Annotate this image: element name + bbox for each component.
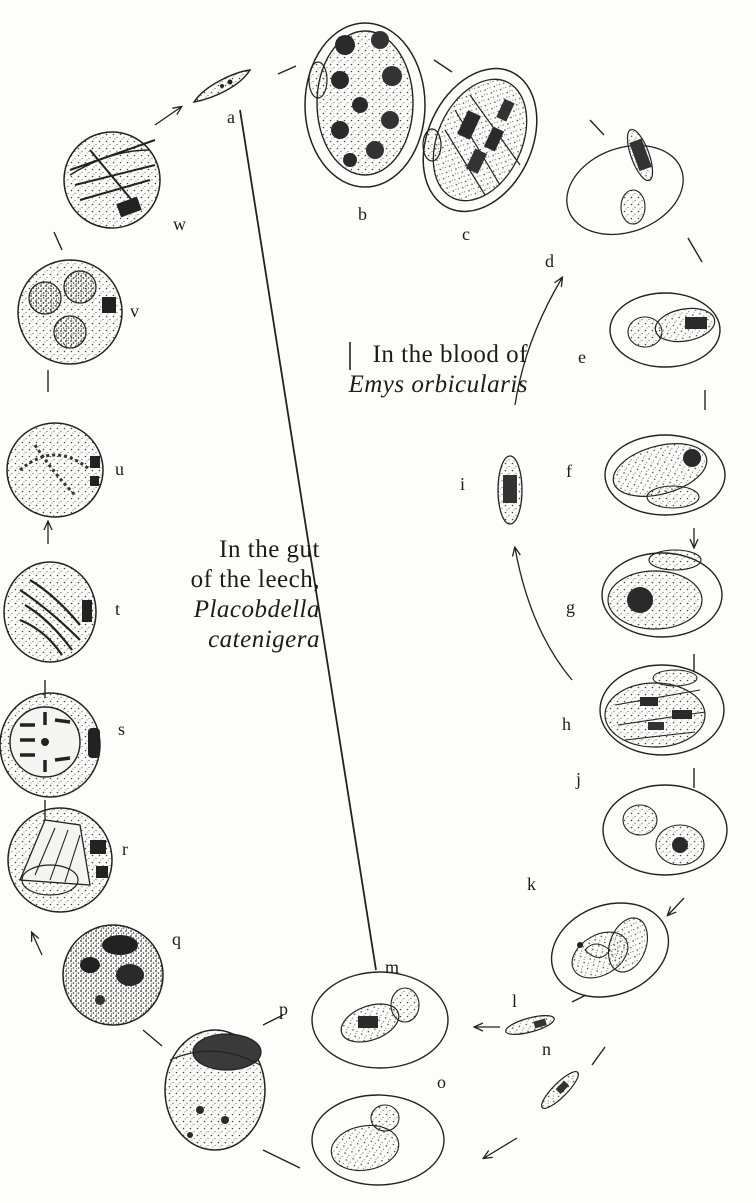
caption-blood-line2: Emys orbicularis — [298, 370, 528, 400]
stage-t-oocyst — [4, 562, 96, 662]
caption-leech-line1: In the gut — [160, 535, 320, 565]
stage-h-cell — [600, 665, 724, 755]
label-c: c — [462, 225, 470, 243]
label-d: d — [545, 252, 554, 270]
label-m: m — [385, 958, 399, 976]
label-w: w — [173, 215, 186, 233]
stage-a-sporozoite — [194, 70, 250, 102]
caption-leech-host: In the gut of the leech, Placobdella cat… — [160, 535, 320, 655]
label-o: o — [437, 1073, 446, 1091]
label-q: q — [172, 930, 181, 948]
stage-o-cell — [312, 1095, 444, 1185]
stage-r-oocyst — [8, 808, 112, 912]
caption-blood-host: In the blood of Emys orbicularis — [298, 340, 528, 400]
stage-e-cell — [610, 293, 720, 367]
caption-leech-line2: of the leech, — [160, 565, 320, 595]
label-p: p — [279, 1000, 288, 1018]
stage-f-cell — [605, 434, 725, 515]
caption-leech-line3: Placobdella — [160, 595, 320, 625]
label-k: k — [527, 875, 536, 893]
caption-leech-line4: catenigera — [160, 625, 320, 655]
label-a: a — [227, 108, 235, 126]
label-i: i — [460, 475, 465, 493]
label-e: e — [578, 348, 586, 366]
label-s: s — [118, 720, 125, 738]
label-b: b — [358, 205, 367, 223]
stage-i-merozoite — [498, 456, 522, 524]
label-f: f — [566, 462, 572, 480]
stage-g-cell — [602, 550, 722, 637]
stage-k-cell — [538, 887, 682, 1013]
label-g: g — [566, 598, 575, 616]
stage-w-oocyst — [64, 132, 160, 228]
stage-c-cell — [401, 50, 559, 230]
label-u: u — [115, 460, 124, 478]
label-r: r — [122, 840, 128, 858]
label-h: h — [562, 715, 571, 733]
stage-s-oocyst — [0, 693, 100, 797]
stage-u-oocyst — [7, 423, 103, 517]
label-l: l — [512, 992, 517, 1010]
stage-l-merozoite — [504, 1012, 556, 1038]
caption-blood-line1: In the blood of — [298, 340, 528, 370]
label-t: t — [115, 600, 120, 618]
stage-d-cell — [554, 127, 695, 250]
stage-v-oocyst — [18, 260, 122, 364]
stage-n-merozoite — [537, 1067, 582, 1112]
stage-b-cell — [305, 23, 425, 187]
stage-m-cell — [312, 972, 448, 1068]
stage-p-oocyst — [165, 1030, 265, 1150]
stage-q-oocyst — [63, 925, 163, 1025]
label-v: v — [130, 302, 139, 320]
stage-j-cell — [603, 785, 727, 875]
label-n: n — [542, 1040, 551, 1058]
label-j: j — [576, 770, 581, 788]
